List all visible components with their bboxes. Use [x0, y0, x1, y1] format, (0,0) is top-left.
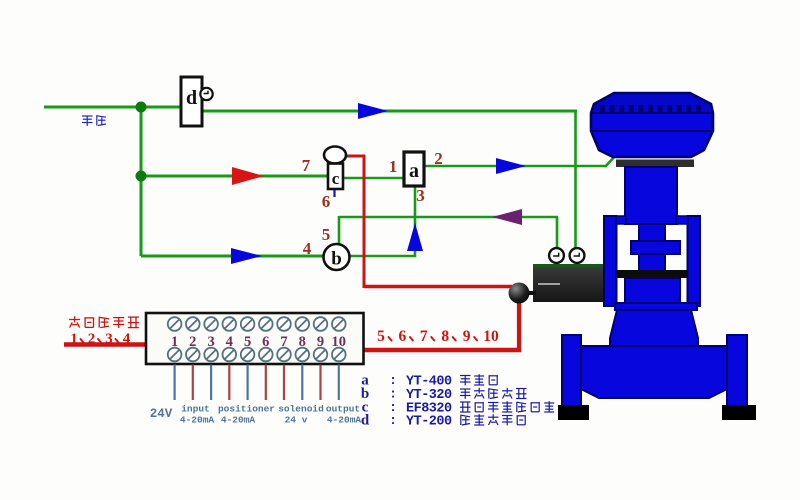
svg-text:24V: 24V	[150, 407, 173, 421]
svg-text:YT-320: YT-320	[406, 388, 452, 403]
svg-text:1: 1	[389, 157, 398, 176]
svg-text:10: 10	[483, 328, 499, 345]
svg-text:7: 7	[420, 328, 428, 345]
svg-text:a: a	[409, 160, 419, 182]
svg-text:input: input	[181, 404, 210, 415]
svg-text:7: 7	[280, 334, 287, 350]
svg-text:6: 6	[262, 334, 269, 350]
svg-text:output: output	[326, 404, 360, 415]
svg-text::: :	[389, 400, 397, 415]
svg-text:7: 7	[302, 156, 311, 175]
svg-text:4: 4	[303, 239, 312, 258]
svg-text:9: 9	[463, 328, 471, 345]
svg-text:3: 3	[207, 334, 214, 350]
svg-text:2: 2	[434, 149, 443, 168]
svg-text::: :	[389, 413, 397, 428]
svg-text:d: d	[186, 87, 197, 109]
svg-text::: :	[389, 373, 397, 388]
svg-text:2: 2	[88, 331, 96, 347]
svg-text:YT-400: YT-400	[406, 375, 452, 390]
svg-text:8: 8	[441, 328, 449, 345]
svg-text::: :	[389, 387, 397, 402]
svg-text:c: c	[332, 169, 340, 188]
svg-text:4-20mA: 4-20mA	[221, 415, 256, 426]
svg-text:4-20mA: 4-20mA	[180, 415, 215, 426]
svg-text:c: c	[362, 400, 369, 416]
svg-text:a: a	[361, 373, 369, 389]
svg-text:1: 1	[70, 331, 78, 347]
svg-text:1: 1	[171, 334, 178, 350]
svg-text:solenoid: solenoid	[278, 404, 324, 415]
svg-text:b: b	[361, 386, 369, 402]
svg-text:10: 10	[332, 334, 347, 350]
svg-text:YT-200: YT-200	[406, 415, 452, 430]
svg-text:5: 5	[244, 334, 251, 350]
svg-text:5: 5	[322, 225, 331, 244]
svg-text:3: 3	[416, 186, 425, 205]
svg-text:2: 2	[189, 334, 196, 350]
svg-text:4: 4	[123, 331, 131, 347]
svg-text:b: b	[331, 249, 342, 270]
svg-text:9: 9	[317, 334, 324, 350]
svg-text:8: 8	[299, 334, 306, 350]
svg-text:d: d	[361, 413, 370, 429]
svg-text:4-20mA: 4-20mA	[327, 415, 362, 426]
svg-text:positioner: positioner	[218, 404, 275, 415]
svg-text:6: 6	[399, 328, 407, 345]
svg-text:6: 6	[322, 192, 331, 211]
svg-text:4: 4	[226, 334, 233, 350]
svg-text:EF8320: EF8320	[406, 402, 452, 417]
svg-text:5: 5	[377, 328, 385, 345]
svg-text:3: 3	[105, 331, 113, 347]
svg-text:24 v: 24 v	[285, 415, 308, 426]
